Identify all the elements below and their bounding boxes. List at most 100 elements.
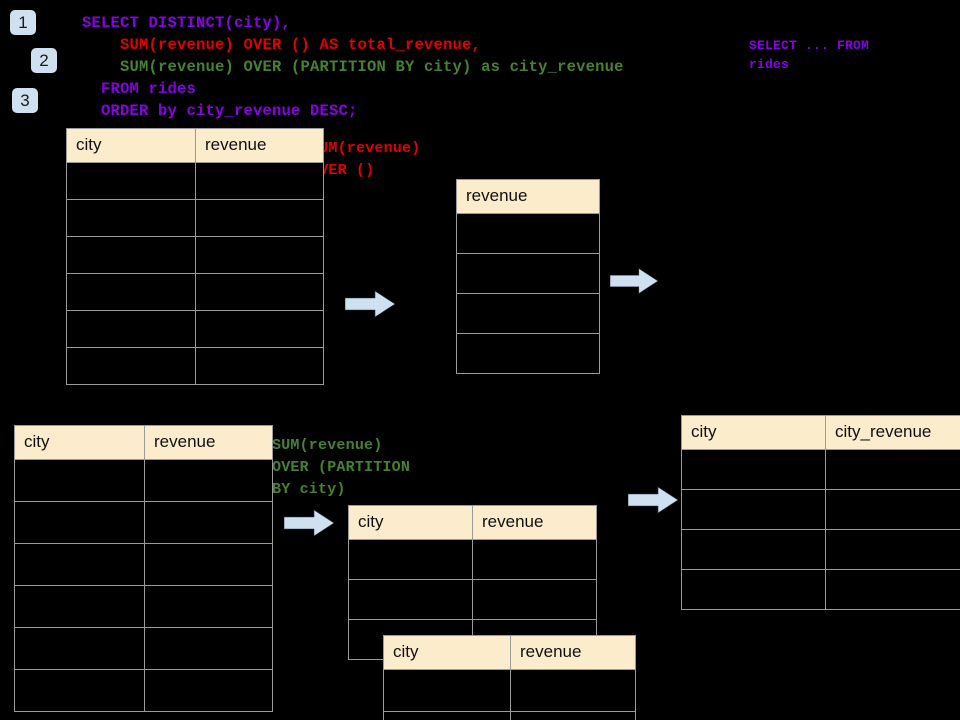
table-cell-city	[348, 539, 473, 580]
table-cell-revenue	[144, 543, 273, 586]
table-cell-city	[66, 162, 196, 200]
sql-line-2: SUM(revenue) OVER () AS total_revenue,	[82, 36, 482, 54]
table-row	[383, 669, 636, 712]
total-revenue-table: revenue	[456, 179, 600, 374]
table-cell-city_revenue	[825, 449, 960, 490]
column-header-city: city	[383, 635, 511, 670]
table-cell-city	[14, 459, 145, 502]
step-badge-2: 2	[31, 48, 57, 73]
arrow-total-to-result	[609, 266, 659, 296]
table-cell-city	[14, 501, 145, 544]
table-row	[14, 669, 273, 712]
table-cell-city	[66, 236, 196, 274]
table-row	[66, 162, 324, 200]
table-cell-city	[66, 273, 196, 311]
table-cell-revenue	[144, 585, 273, 628]
sql-query-block: SELECT DISTINCT(city), SUM(revenue) OVER…	[82, 12, 624, 122]
table-row	[14, 501, 273, 544]
table-cell-revenue	[195, 347, 324, 385]
table-row	[681, 489, 960, 530]
table-cell-revenue	[510, 711, 636, 720]
table-row	[66, 273, 324, 311]
sql-line-1: SELECT DISTINCT(city),	[82, 14, 292, 32]
annotation-sum-over-partition: SUM(revenue) OVER (PARTITION BY city)	[272, 437, 411, 498]
step-badge-1: 1	[10, 10, 36, 35]
table-cell-city	[681, 449, 826, 490]
column-header-revenue: revenue	[144, 425, 273, 460]
annotation-select-from: SELECT ... FROM rides	[749, 38, 870, 72]
table-header-row: revenue	[456, 179, 600, 214]
table-cell-city	[348, 579, 473, 620]
table-cell-revenue	[472, 579, 597, 620]
table-cell-city_revenue	[825, 489, 960, 530]
arrow-source-to-partition	[283, 508, 335, 538]
table-row	[681, 569, 960, 610]
table-cell-city	[383, 711, 511, 720]
step-badge-3: 3	[12, 88, 38, 113]
column-header-revenue: revenue	[195, 128, 324, 163]
table-row	[348, 539, 597, 580]
table-cell-city_revenue	[825, 569, 960, 610]
table-cell-revenue	[144, 669, 273, 712]
sql-line-4: FROM rides	[82, 80, 197, 98]
table-cell-revenue	[510, 669, 636, 712]
table-cell-revenue	[456, 333, 600, 374]
table-row	[456, 253, 600, 294]
column-header-city_revenue: city_revenue	[825, 415, 960, 450]
table-cell-city	[681, 529, 826, 570]
table-cell-city	[14, 627, 145, 670]
table-cell-city	[66, 199, 196, 237]
annotation-sum-over-empty: SUM(revenue) OVER ()	[310, 140, 421, 179]
column-header-revenue: revenue	[456, 179, 600, 214]
table-cell-city	[66, 310, 196, 348]
sql-line-3: SUM(revenue) OVER (PARTITION BY city) as…	[82, 58, 624, 76]
table-cell-city_revenue	[825, 529, 960, 570]
column-header-city: city	[14, 425, 145, 460]
table-cell-revenue	[456, 253, 600, 294]
table-cell-revenue	[195, 199, 324, 237]
table-cell-city	[681, 489, 826, 530]
table-row	[456, 293, 600, 334]
arrow-source-to-total	[344, 289, 396, 319]
table-row	[456, 213, 600, 254]
column-header-city: city	[66, 128, 196, 163]
table-cell-revenue	[144, 627, 273, 670]
table-row	[456, 333, 600, 374]
table-cell-revenue	[144, 501, 273, 544]
table-row	[66, 347, 324, 385]
table-cell-revenue	[195, 310, 324, 348]
table-cell-revenue	[195, 162, 324, 200]
table-row	[383, 711, 636, 720]
table-cell-revenue	[472, 539, 597, 580]
table-cell-revenue	[144, 459, 273, 502]
table-cell-city	[14, 669, 145, 712]
table-row	[66, 236, 324, 274]
column-header-revenue: revenue	[510, 635, 636, 670]
sql-line-5: ORDER by city_revenue DESC;	[82, 102, 358, 120]
table-cell-revenue	[456, 293, 600, 334]
table-cell-revenue	[195, 273, 324, 311]
table-row	[14, 543, 273, 586]
table-cell-city	[383, 669, 511, 712]
table-cell-revenue	[195, 236, 324, 274]
table-cell-city	[14, 585, 145, 628]
table-row	[348, 579, 597, 620]
table-row	[14, 627, 273, 670]
column-header-city: city	[681, 415, 826, 450]
table-row	[14, 585, 273, 628]
table-cell-revenue	[456, 213, 600, 254]
table-row	[66, 310, 324, 348]
table-row	[681, 529, 960, 570]
table-row	[66, 199, 324, 237]
arrow-partition-to-result	[627, 485, 679, 515]
table-cell-city	[681, 569, 826, 610]
